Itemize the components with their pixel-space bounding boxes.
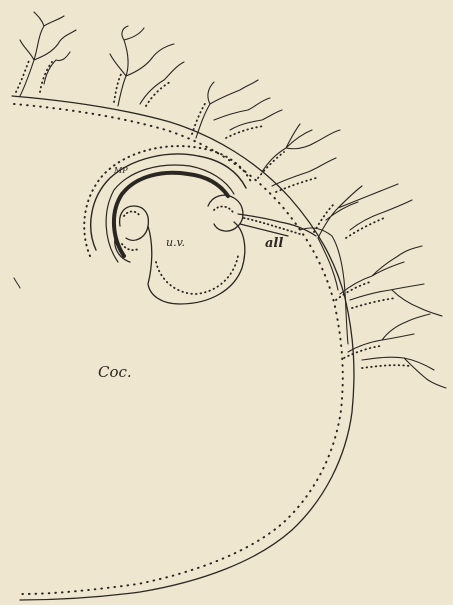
villus-4 [262,124,340,186]
label-umbilical-vesicle: u.v. [166,237,185,248]
villi-group [16,12,446,388]
villus-5 [318,184,412,238]
villus-6 [340,246,442,316]
villus-2 [110,26,184,106]
villus-3 [196,80,282,138]
allantois-stalk [238,214,316,236]
label-coelom: Coc. [98,365,132,380]
label-mp: MP [114,167,128,175]
stray-mark [14,278,20,288]
villus-7 [348,314,446,388]
head-fold [115,206,149,262]
villus-1 [20,12,76,96]
umbilical-vesicle [148,222,245,304]
label-allantois: all [265,237,283,250]
